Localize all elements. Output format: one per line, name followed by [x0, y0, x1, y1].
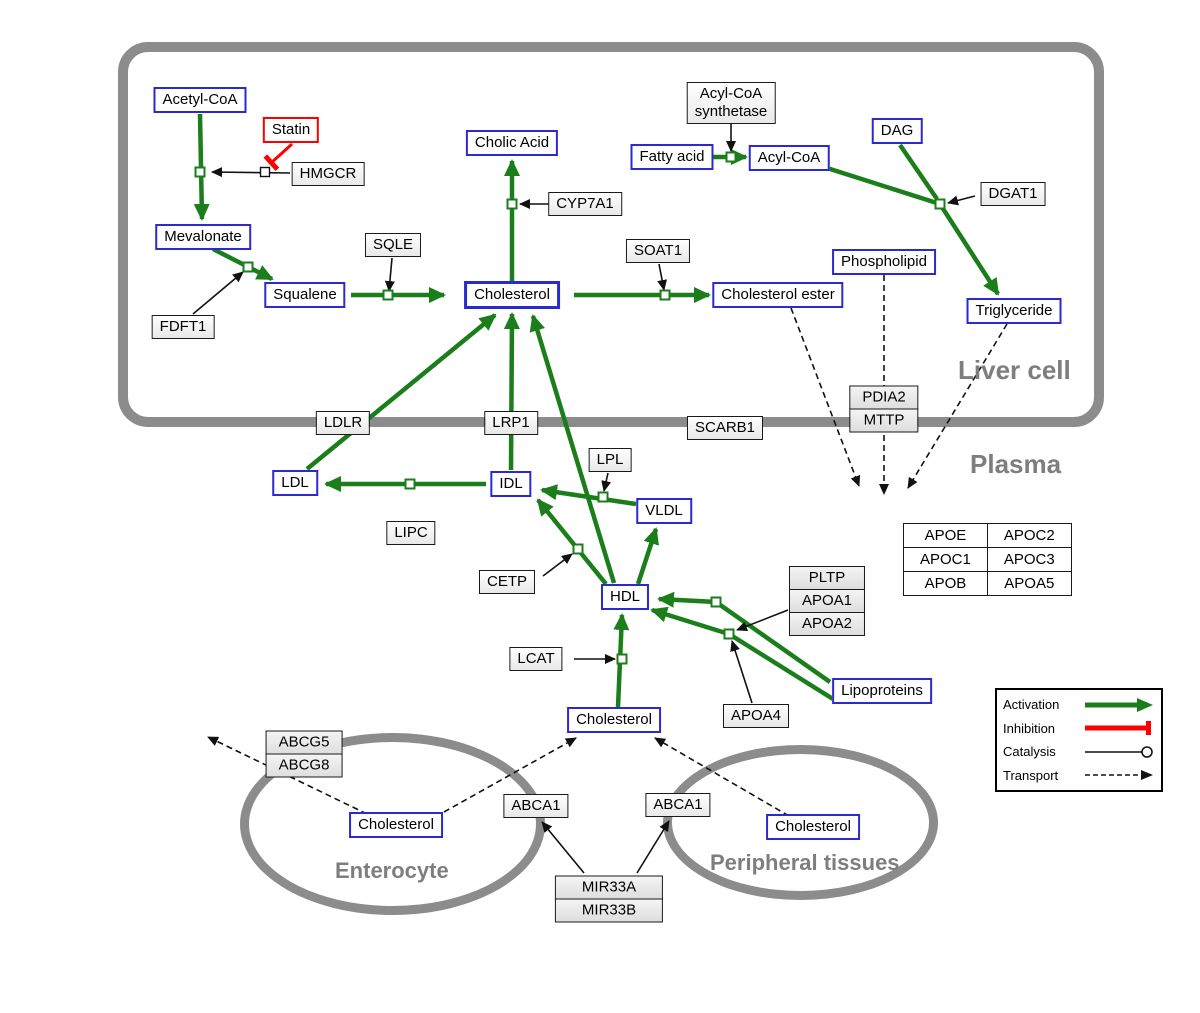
enterocyte-label: Enterocyte	[335, 858, 449, 883]
acyl-coa-synthetase-line1: Acyl-CoA	[699, 85, 763, 102]
liver-cell-label: Liver cell	[958, 355, 1071, 385]
node-apoe[interactable]: APOE	[903, 523, 988, 548]
legend-activation-label: Activation	[1003, 697, 1060, 713]
node-dgat1[interactable]: DGAT1	[980, 182, 1046, 206]
stack-pltp-apoa1-apoa2: PLTP APOA1 APOA2	[788, 566, 866, 636]
node-sqle[interactable]: SQLE	[364, 233, 422, 257]
transport-edges	[207, 275, 1008, 817]
node-mttp[interactable]: MTTP	[849, 408, 919, 433]
node-mevalonate[interactable]: Mevalonate	[155, 224, 251, 250]
catalysis-circle-icon	[1085, 745, 1153, 758]
acyl-coa-synthetase-line2: synthetase	[694, 103, 768, 120]
node-cholic-acid[interactable]: Cholic Acid	[465, 130, 559, 156]
transport-dashed-arrow-icon	[1085, 770, 1153, 781]
node-mir33b[interactable]: MIR33B	[554, 898, 664, 923]
stack-abcg5-abcg8: ABCG5 ABCG8	[265, 730, 343, 778]
node-apoc1[interactable]: APOC1	[903, 547, 988, 572]
node-apoa5[interactable]: APOA5	[986, 571, 1072, 596]
node-mir33a[interactable]: MIR33A	[554, 875, 664, 900]
legend-row-catalysis: Catalysis	[1003, 744, 1155, 760]
node-hdl[interactable]: HDL	[600, 584, 650, 610]
node-abca1-enterocyte[interactable]: ABCA1	[503, 794, 569, 818]
node-cholesterol-liver[interactable]: Cholesterol	[464, 281, 560, 309]
catalysis-anchor	[259, 166, 271, 178]
node-lipc[interactable]: LIPC	[386, 521, 436, 545]
node-acyl-coa[interactable]: Acyl-CoA	[748, 145, 830, 171]
activation-arrow-icon	[1085, 697, 1153, 712]
legend-row-activation: Activation	[1003, 697, 1155, 713]
node-fatty-acid[interactable]: Fatty acid	[630, 144, 714, 170]
node-pdia2[interactable]: PDIA2	[849, 385, 919, 410]
node-cetp[interactable]: CETP	[478, 570, 536, 594]
node-lcat[interactable]: LCAT	[509, 647, 563, 671]
legend-inhibition-label: Inhibition	[1003, 720, 1056, 736]
legend-row-inhibition: Inhibition	[1003, 720, 1155, 736]
node-apoc2[interactable]: APOC2	[986, 523, 1072, 548]
node-phospholipid[interactable]: Phospholipid	[832, 249, 936, 275]
stack-pdia2-mttp: PDIA2 MTTP	[849, 385, 919, 433]
node-cholesterol-peripheral[interactable]: Cholesterol	[766, 814, 860, 840]
node-hmgcr[interactable]: HMGCR	[291, 162, 365, 186]
node-triglyceride[interactable]: Triglyceride	[966, 298, 1062, 324]
node-cholesterol-ester[interactable]: Cholesterol ester	[712, 282, 844, 308]
peripheral-tissues-label: Peripheral tissues	[710, 850, 900, 875]
inhibition-tee-icon	[1085, 721, 1151, 736]
enterocyte-compartment	[240, 733, 545, 915]
legend-row-transport: Transport	[1003, 767, 1155, 783]
node-scarb1[interactable]: SCARB1	[686, 416, 764, 440]
node-pltp[interactable]: PLTP	[788, 566, 866, 590]
node-lipoproteins[interactable]: Lipoproteins	[832, 678, 932, 704]
node-apoa1[interactable]: APOA1	[788, 589, 866, 613]
node-apoc3[interactable]: APOC3	[986, 547, 1072, 572]
legend: Activation Inhibition Catalysis Transpor…	[995, 688, 1163, 792]
plasma-label: Plasma	[970, 449, 1062, 479]
activation-edges	[193, 113, 1000, 708]
node-abca1-peripheral[interactable]: ABCA1	[645, 793, 711, 817]
node-dag[interactable]: DAG	[871, 118, 923, 144]
node-apoa4[interactable]: APOA4	[722, 704, 790, 728]
node-acyl-coa-synthetase[interactable]: Acyl-CoA synthetase	[686, 82, 776, 124]
legend-catalysis-label: Catalysis	[1003, 744, 1056, 760]
node-acetyl-coa[interactable]: Acetyl-CoA	[153, 87, 247, 113]
node-cholesterol-plasma[interactable]: Cholesterol	[567, 707, 661, 733]
node-cholesterol-enterocyte[interactable]: Cholesterol	[349, 812, 443, 838]
inhibition-edges	[263, 142, 294, 172]
apolipoprotein-table: APOE APOC2 APOC1 APOC3 APOB APOA5	[903, 523, 1072, 596]
node-apoa2[interactable]: APOA2	[788, 612, 866, 636]
node-abcg5[interactable]: ABCG5	[265, 730, 343, 755]
node-apob[interactable]: APOB	[903, 571, 988, 596]
legend-transport-label: Transport	[1003, 767, 1059, 783]
node-idl[interactable]: IDL	[490, 471, 532, 497]
node-abcg8[interactable]: ABCG8	[265, 753, 343, 778]
node-ldlr[interactable]: LDLR	[315, 411, 371, 435]
node-lrp1[interactable]: LRP1	[484, 411, 538, 435]
node-fdft1[interactable]: FDFT1	[151, 315, 215, 339]
node-statin[interactable]: Statin	[262, 117, 320, 143]
node-vldl[interactable]: VLDL	[636, 498, 692, 524]
stack-mir33a-mir33b: MIR33A MIR33B	[554, 875, 664, 923]
node-soat1[interactable]: SOAT1	[625, 239, 691, 263]
node-squalene[interactable]: Squalene	[264, 282, 346, 308]
node-cyp7a1[interactable]: CYP7A1	[548, 192, 622, 216]
node-lpl[interactable]: LPL	[588, 448, 632, 472]
catalysis-edges	[192, 119, 976, 874]
node-ldl[interactable]: LDL	[272, 470, 318, 496]
reaction-anchors	[194, 151, 946, 665]
liver-cell-compartment	[118, 42, 1104, 427]
